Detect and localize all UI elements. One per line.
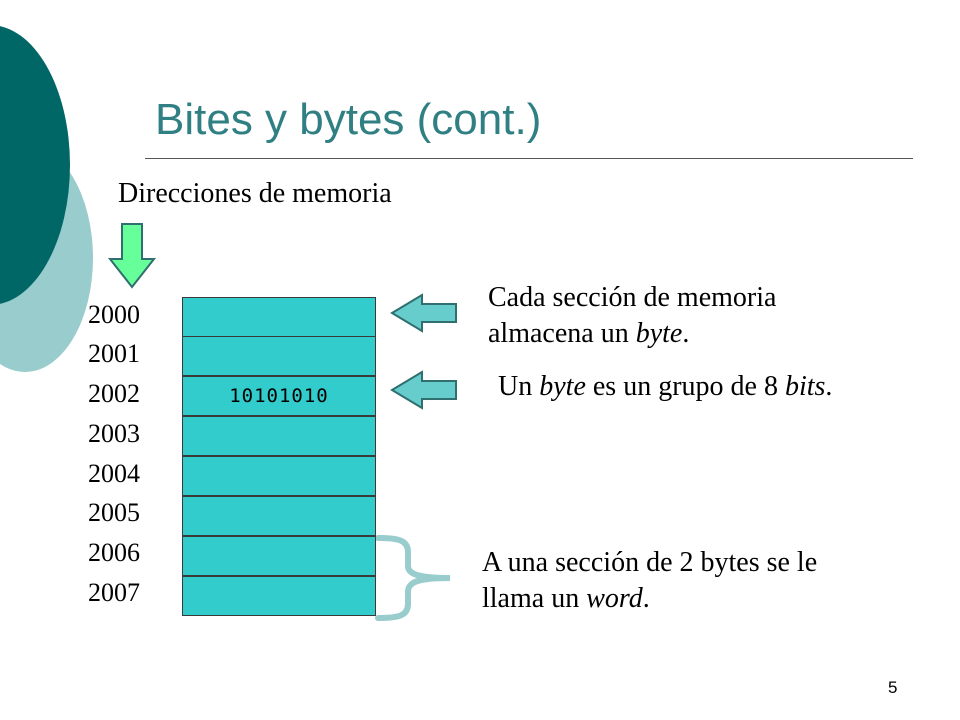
left-arrow-icon [390, 370, 457, 410]
memory-cell [182, 297, 376, 337]
brace-icon [375, 535, 451, 621]
address-label: 2006 [88, 538, 140, 567]
memory-section-note: Cada sección de memoria almacena un byte… [488, 280, 776, 352]
note-line: A una sección de 2 bytes se le [482, 547, 818, 578]
memory-cell [182, 336, 376, 376]
memory-cell [182, 416, 376, 456]
address-label: 2004 [88, 459, 140, 488]
address-label: 2002 [88, 379, 140, 408]
address-label: 2000 [88, 300, 140, 329]
memory-cell: 10101010 [182, 376, 376, 416]
memory-cell [182, 496, 376, 536]
address-label: 2007 [88, 578, 140, 607]
down-arrow-icon [107, 223, 157, 289]
dark-teal-circle [0, 26, 70, 304]
memory-addresses-label: Direcciones de memoria [118, 178, 392, 209]
word-definition-note: A una sección de 2 bytes se le llama un … [482, 545, 817, 617]
left-arrow-icon [390, 293, 457, 333]
byte-definition-note: Un byte es un grupo de 8 bits. [498, 371, 833, 402]
address-label: 2005 [88, 498, 140, 527]
address-label: 2001 [88, 339, 140, 368]
note-line: almacena un byte. [488, 318, 690, 349]
note-line: Cada sección de memoria [488, 282, 777, 313]
address-label: 2003 [88, 419, 140, 448]
note-line: llama un word. [482, 583, 650, 614]
page-number: 5 [888, 678, 898, 697]
memory-cell [182, 536, 376, 576]
memory-cell [182, 456, 376, 496]
title-divider [145, 158, 913, 159]
memory-cell [182, 576, 376, 616]
slide-title: Bites y bytes (cont.) [155, 95, 542, 144]
